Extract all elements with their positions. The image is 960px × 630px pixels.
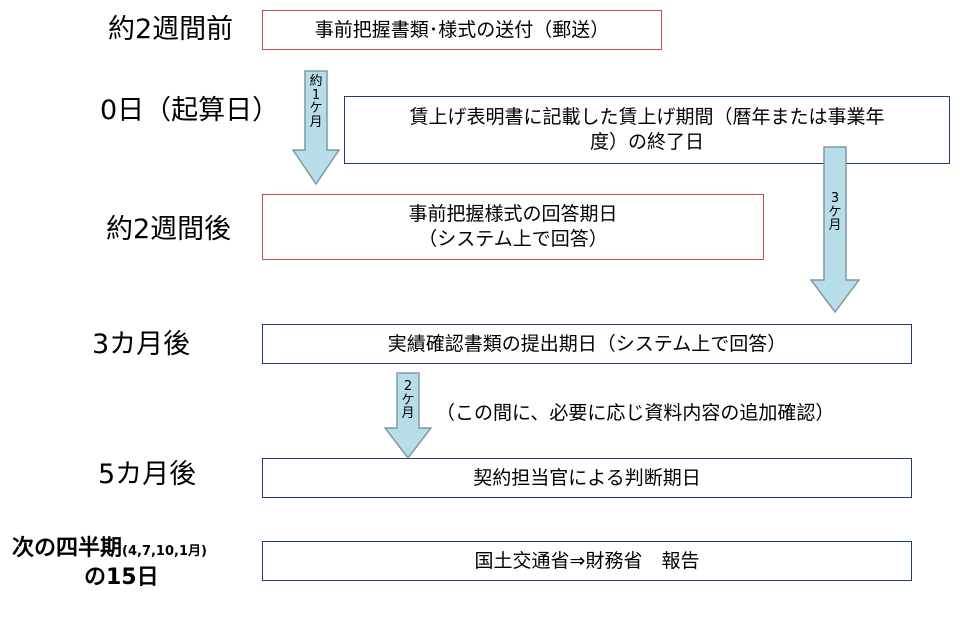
- arrow-3-months-char: ケ: [828, 204, 842, 220]
- box-wage-period-end-line2: 度）の終了日: [589, 131, 704, 153]
- arrow-2-months-label: 2 ケ 月: [398, 380, 418, 421]
- arrow-1-month-char: ケ: [309, 101, 323, 117]
- arrow-2-months-char: 2: [403, 379, 413, 394]
- box-judgment-deadline: 契約担当官による判断期日: [262, 458, 912, 498]
- label-5-months-after: 5カ月後: [98, 459, 197, 490]
- box-results-deadline: 実績確認書類の提出期日（システム上で回答）: [262, 324, 912, 364]
- arrow-3-months-char: 3: [830, 191, 840, 206]
- label-next-quarter-main: 次の四半期: [12, 536, 123, 561]
- down-arrow-1-month: [292, 70, 340, 186]
- down-arrow-2-months: [384, 372, 432, 460]
- box-pre-check-deadline: 事前把握様式の回答期日 （システム上で回答）: [262, 194, 764, 260]
- label-2-weeks-after: 約2週間後: [106, 214, 232, 245]
- label-15th-day: の15日: [84, 565, 159, 590]
- down-arrow-3-months: [810, 146, 860, 314]
- arrow-3-months-label: 3 ケ 月: [825, 192, 845, 233]
- additional-check-note: （この間に、必要に応じ資料内容の追加確認）: [436, 402, 835, 424]
- box-pre-check-deadline-line2: （システム上で回答）: [418, 228, 608, 250]
- box-wage-period-end: 賃上げ表明書に記載した賃上げ期間（暦年または事業年 度）の終了日: [344, 96, 950, 164]
- arrow-1-month-char: 月: [309, 114, 323, 130]
- arrow-1-month-char: 約: [309, 74, 323, 89]
- label-next-quarter-months: (4,7,10,1月): [122, 544, 207, 559]
- box-pre-check-deadline-line1: 事前把握様式の回答期日: [408, 203, 618, 226]
- box-send-documents: 事前把握書類･様式の送付（郵送）: [262, 10, 662, 50]
- arrow-1-month-label: 約 1 ケ 月: [306, 75, 326, 130]
- arrow-1-month-char: 1: [311, 87, 321, 103]
- label-next-quarter: 次の四半期(4,7,10,1月): [12, 538, 207, 560]
- label-3-months-after: 3カ月後: [92, 329, 191, 360]
- box-wage-period-end-line1: 賃上げ表明書に記載した賃上げ期間（暦年または事業年: [409, 106, 885, 129]
- arrow-3-months-char: 月: [828, 218, 842, 234]
- label-day-zero: 0日（起算日）: [100, 95, 280, 126]
- label-2-weeks-before: 約2週間前: [108, 14, 234, 45]
- arrow-2-months-char: ケ: [401, 392, 415, 408]
- box-report: 国土交通省⇒財務省 報告: [262, 541, 912, 581]
- arrow-2-months-char: 月: [401, 406, 415, 422]
